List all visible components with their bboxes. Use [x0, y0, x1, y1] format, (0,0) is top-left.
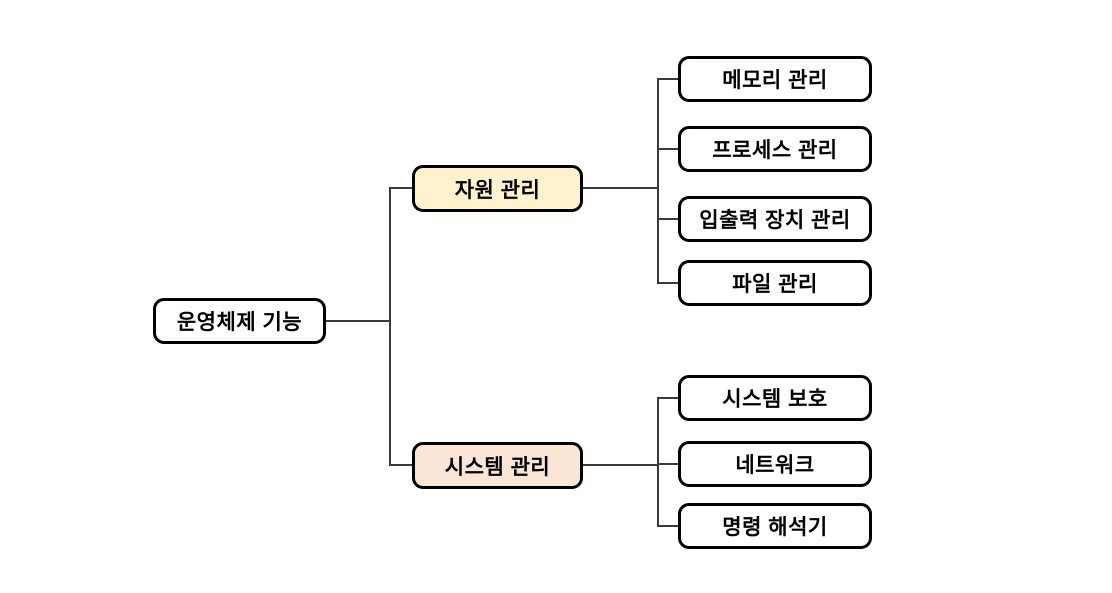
node-process-management: 프로세스 관리	[678, 126, 872, 172]
node-command-interpreter-label: 명령 해석기	[722, 516, 828, 539]
connector-root-to-trunk	[326, 320, 390, 322]
node-io-device-management: 입출력 장치 관리	[678, 196, 872, 242]
node-process-management-label: 프로세스 관리	[712, 139, 838, 162]
connector-stub-process	[657, 148, 678, 150]
connector-stub-network	[657, 463, 678, 465]
connector-stub-protection	[657, 397, 678, 399]
node-system-protection: 시스템 보호	[678, 375, 872, 421]
connector-stub-memory	[657, 78, 678, 80]
connector-stub-file	[657, 282, 678, 284]
connector-stub-io	[657, 218, 678, 220]
connector-stub-system	[389, 464, 412, 466]
node-io-device-management-label: 입출력 장치 관리	[699, 209, 851, 232]
connector-stub-resource	[389, 187, 412, 189]
node-resource-management: 자원 관리	[412, 165, 583, 212]
node-file-management-label: 파일 관리	[732, 273, 818, 296]
connector-system-to-trunk	[583, 464, 658, 466]
node-memory-management-label: 메모리 관리	[722, 69, 828, 92]
node-network: 네트워크	[678, 441, 872, 487]
node-os-functions-label: 운영체제 기능	[176, 311, 303, 334]
connector-resource-to-trunk	[583, 187, 658, 189]
node-system-protection-label: 시스템 보호	[722, 388, 828, 411]
node-resource-management-label: 자원 관리	[454, 178, 541, 202]
node-network-label: 네트워크	[735, 454, 815, 477]
connector-right-trunk-resource	[657, 78, 659, 284]
node-memory-management: 메모리 관리	[678, 56, 872, 102]
node-file-management: 파일 관리	[678, 260, 872, 306]
node-system-management-label: 시스템 관리	[444, 455, 551, 479]
node-command-interpreter: 명령 해석기	[678, 503, 872, 549]
node-os-functions: 운영체제 기능	[153, 298, 326, 344]
connector-stub-interpreter	[657, 525, 678, 527]
node-system-management: 시스템 관리	[412, 442, 583, 489]
connector-right-trunk-system	[657, 397, 659, 527]
connector-left-trunk	[389, 188, 391, 466]
